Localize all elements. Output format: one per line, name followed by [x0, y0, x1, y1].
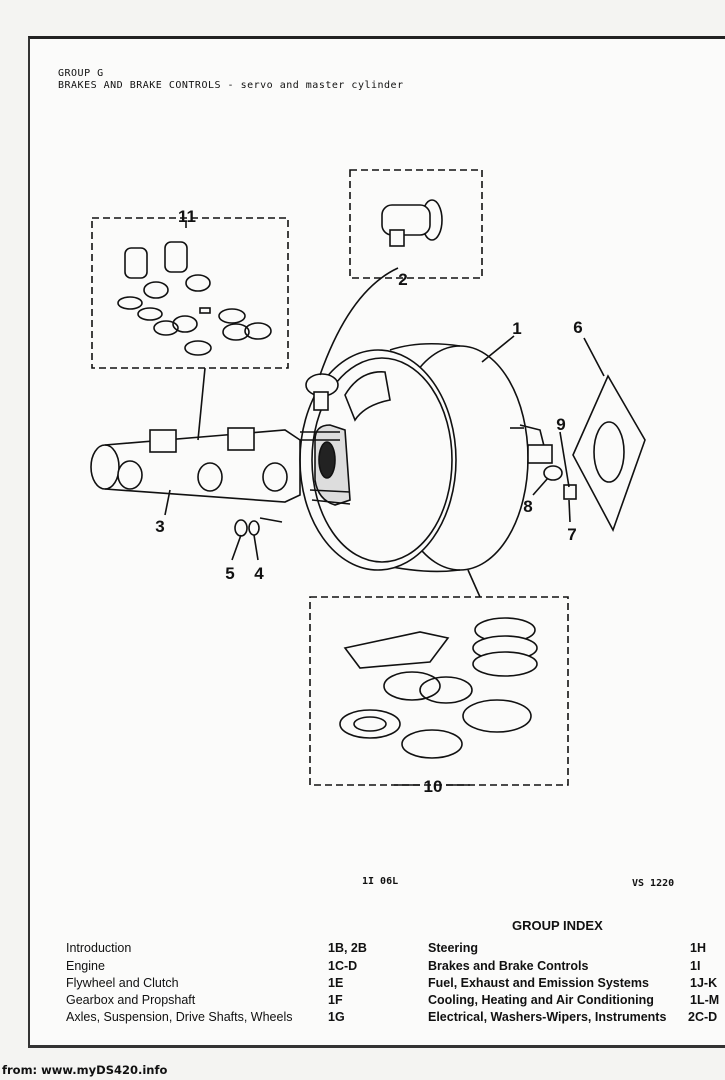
- part-4: [248, 520, 260, 536]
- group-label: GROUP G: [58, 68, 104, 79]
- index-label: Introduction: [66, 941, 132, 955]
- index-label: Gearbox and Propshaft: [66, 993, 196, 1007]
- kit-10-box: [309, 596, 569, 786]
- reference-code: VS 1220: [632, 878, 675, 889]
- gasket-6: [572, 374, 646, 532]
- index-label: Fuel, Exhaust and Emission Systems: [428, 976, 649, 990]
- kit-10-parts: [339, 617, 538, 759]
- index-code: 1I: [690, 959, 701, 973]
- master-cylinder: [90, 427, 340, 503]
- index-label: Cooling, Heating and Air Conditioning: [428, 993, 654, 1007]
- index-code: 1C-D: [328, 959, 358, 973]
- kit-2-box: [349, 169, 483, 279]
- callout-6: 6: [573, 318, 582, 337]
- section-title: BRAKES AND BRAKE CONTROLS - servo and ma…: [58, 80, 404, 91]
- callout-1: 1: [512, 319, 521, 338]
- index-label: Engine: [66, 959, 105, 973]
- index-code: 1G: [328, 1010, 345, 1024]
- index-code: 1E: [328, 976, 344, 990]
- index-label: Axles, Suspension, Drive Shafts, Wheels: [66, 1010, 293, 1024]
- index-code: 1B, 2B: [328, 941, 367, 955]
- callout-3: 3: [155, 517, 164, 536]
- bolt-7: [563, 484, 577, 500]
- kit-11-parts: [117, 241, 272, 356]
- part-5: [234, 519, 248, 537]
- kit-11-box: [91, 217, 289, 369]
- index-code: 1J-K: [690, 976, 718, 990]
- vacuum-valve-2: [381, 199, 443, 247]
- callout-5: 5: [225, 564, 234, 583]
- index-code: 2C-D: [688, 1010, 718, 1024]
- callout-2: 2: [398, 270, 407, 289]
- callout-11: 11: [178, 207, 196, 226]
- washer-8: [543, 465, 563, 481]
- index-label: Electrical, Washers-Wipers, Instruments: [428, 1010, 667, 1024]
- index-label: Steering: [428, 941, 479, 955]
- callout-10: 10: [424, 777, 443, 796]
- index-code: 1H: [690, 941, 706, 955]
- callout-9: 9: [556, 415, 565, 434]
- callout-8: 8: [523, 497, 532, 516]
- index-label: Flywheel and Clutch: [66, 976, 179, 990]
- index-label: Brakes and Brake Controls: [428, 959, 589, 973]
- callout-7: 7: [567, 525, 576, 544]
- page-code: 1I 06L: [362, 876, 399, 887]
- callout-4: 4: [254, 564, 264, 583]
- index-code: 1F: [328, 993, 343, 1007]
- index-code: 1L-M: [690, 993, 720, 1007]
- source-footer[interactable]: from: www.myDS420.info: [2, 1063, 168, 1077]
- group-index-title: GROUP INDEX: [512, 918, 603, 933]
- gasket-hole: [593, 421, 625, 483]
- brake-servo: [299, 342, 553, 573]
